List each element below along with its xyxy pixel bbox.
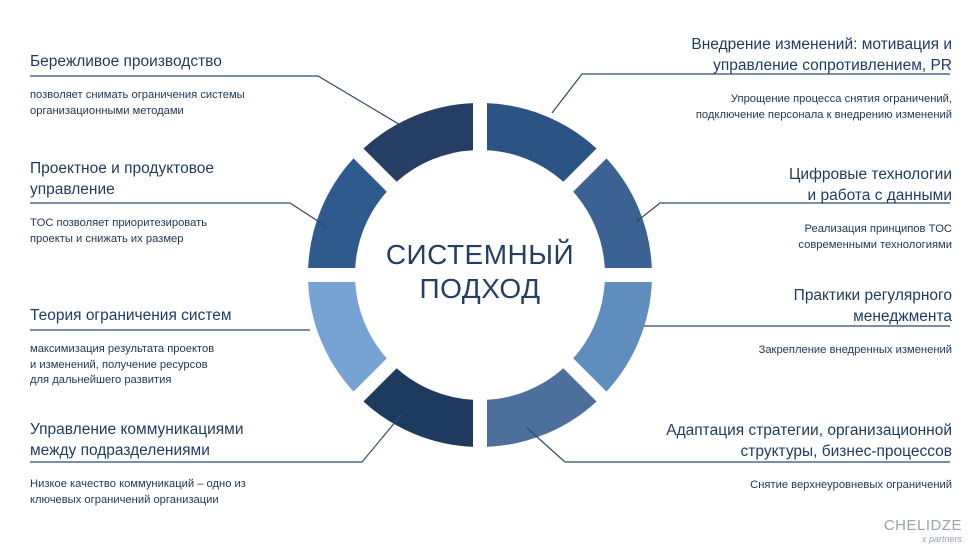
center-title-line-2: ПОДХОД <box>419 273 541 304</box>
desc-line: и изменений, получение ресурсов <box>30 358 208 371</box>
segment-project <box>308 158 387 269</box>
title-line: и работа с данными <box>807 187 952 204</box>
ring-segments <box>308 103 652 447</box>
connector-line <box>526 427 950 463</box>
title-line: менеджмента <box>853 308 952 325</box>
left-item-communications: Управление коммуникациями между подразде… <box>30 419 330 508</box>
item-description: максимизация результата проектов и измен… <box>30 342 330 389</box>
desc-line: позволяет снимать ограничения системы <box>30 89 245 101</box>
left-item-lean: Бережливое производство позволяет снимат… <box>30 51 330 119</box>
center-title: СИСТЕМНЫЙ ПОДХОД <box>330 238 630 306</box>
left-item-project-management: Проектное и продуктовое управление TOC п… <box>30 158 330 247</box>
desc-line: Упрощение процесса снятия ограничений, <box>730 93 952 105</box>
title-line: Адаптация стратегии, организационной <box>666 422 952 439</box>
desc-line: ключевых ограничений организации <box>30 493 219 506</box>
connector-lines <box>30 73 950 463</box>
title-line: Управление коммуникациями <box>30 421 244 438</box>
item-description: Реализация принципов TOC современными те… <box>622 222 952 253</box>
segment-lean <box>363 103 474 182</box>
company-logo: CHELIDZE x partners <box>883 517 962 545</box>
title-line: Бережливое производство <box>30 53 222 70</box>
right-item-digital-technologies: Цифровые технологии и работа с данными Р… <box>622 164 952 253</box>
desc-line: Снятие верхнеуровневых ограничений <box>750 479 952 491</box>
segment-communications <box>363 368 474 447</box>
segment-digital <box>573 158 652 269</box>
segment-management <box>573 281 652 392</box>
segment-toc <box>308 281 387 392</box>
title-line: Теория ограничения систем <box>30 307 232 324</box>
desc-line: Низкое качество коммуникаций – одно из <box>30 478 246 490</box>
item-description: Закрепление внедренных изменений <box>622 343 952 359</box>
item-description: TOC позволяет приоритезировать проекты и… <box>30 216 330 247</box>
item-title: Проектное и продуктовое управление <box>30 158 330 200</box>
item-title: Теория ограничения систем <box>30 305 330 326</box>
connector-line <box>30 202 328 228</box>
title-line: управление <box>30 181 115 198</box>
desc-line: для дальнейшего развития <box>30 374 172 386</box>
desc-line: организационными методами <box>30 104 184 117</box>
desc-line: максимизация результата проектов <box>30 343 215 355</box>
segment-change <box>486 103 597 182</box>
right-item-strategy-adaptation: Адаптация стратегии, организационной стр… <box>622 420 952 494</box>
desc-line: проекты и снижать их размер <box>30 232 184 245</box>
connector-line <box>551 73 950 114</box>
item-title: Внедрение изменений: мотивация и управле… <box>622 34 952 76</box>
title-line: структуры, бизнес-процессов <box>740 443 952 460</box>
item-description: позволяет снимать ограничения системы ор… <box>30 88 330 119</box>
left-item-toc: Теория ограничения систем максимизация р… <box>30 305 330 389</box>
connector-line <box>635 202 950 223</box>
title-line: Проектное и продуктовое <box>30 160 215 177</box>
item-description: Низкое качество коммуникаций – одно из к… <box>30 477 330 508</box>
title-line: управление сопротивлением, PR <box>713 57 952 74</box>
item-title: Адаптация стратегии, организационной стр… <box>622 420 952 462</box>
desc-line: Реализация принципов TOC <box>804 223 952 235</box>
right-item-regular-management: Практики регулярного менеджмента Закрепл… <box>622 285 952 359</box>
item-title: Цифровые технологии и работа с данными <box>622 164 952 206</box>
desc-line: Закрепление внедренных изменений <box>758 344 952 356</box>
connector-line <box>30 75 403 127</box>
desc-line: современными технологиями <box>798 238 952 251</box>
logo-line-2: x partners <box>921 534 962 544</box>
connector-line <box>30 413 403 463</box>
item-title: Практики регулярного менеджмента <box>622 285 952 327</box>
item-description: Упрощение процесса снятия ограничений, п… <box>622 92 952 123</box>
item-description: Снятие верхнеуровневых ограничений <box>622 478 952 494</box>
center-title-line-1: СИСТЕМНЫЙ <box>385 239 575 270</box>
right-item-change-implementation: Внедрение изменений: мотивация и управле… <box>622 34 952 123</box>
logo-line-1: CHELIDZE <box>883 517 962 534</box>
item-title: Бережливое производство <box>30 51 330 72</box>
item-title: Управление коммуникациями между подразде… <box>30 419 330 461</box>
desc-line: TOC позволяет приоритезировать <box>30 217 208 229</box>
title-line: между подразделениями <box>30 442 210 459</box>
segment-strategy <box>486 368 597 447</box>
title-line: Цифровые технологии <box>788 166 952 183</box>
title-line: Практики регулярного <box>793 287 952 304</box>
title-line: Внедрение изменений: мотивация и <box>691 36 952 53</box>
desc-line: подключение персонала к внедрению измене… <box>695 108 952 121</box>
